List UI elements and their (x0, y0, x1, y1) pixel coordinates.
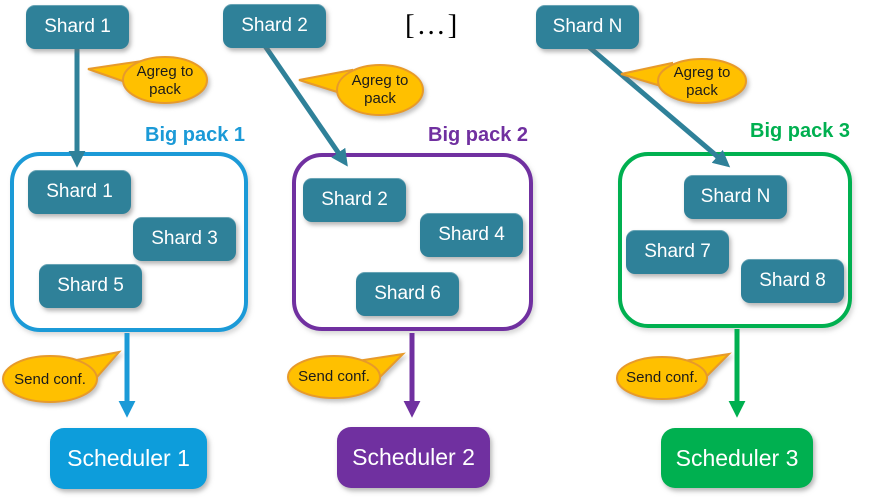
big-pack-3-container (618, 152, 852, 328)
big-pack-2-container (292, 153, 533, 331)
shard-node-pack1-c: Shard 5 (39, 264, 142, 308)
send-bubble-label-2: Send conf. (298, 368, 370, 385)
shard-node-pack2-a: Shard 2 (303, 178, 406, 222)
big-pack-1-title: Big pack 1 (145, 124, 246, 146)
ellipsis-label: […] (405, 9, 460, 41)
agreg-bubble-label-3: Agreg to pack (673, 63, 731, 99)
shard-node-pack2-c: Shard 6 (356, 272, 459, 316)
shard-node-pack3-c: Shard 8 (741, 259, 844, 303)
shard-node-top-1: Shard 1 (26, 5, 129, 49)
shard-node-pack2-b: Shard 4 (420, 213, 523, 257)
scheduler-node-3: Scheduler 3 (661, 428, 813, 488)
send-bubble-label-1: Send conf. (14, 370, 86, 388)
shard-node-top-2: Shard 2 (223, 4, 326, 48)
shard-node-pack1-b: Shard 3 (133, 217, 236, 261)
scheduler-node-2: Scheduler 2 (337, 427, 490, 488)
shard-node-top-n: Shard N (536, 5, 639, 49)
shard-node-pack3-b: Shard 7 (626, 230, 729, 274)
shard-node-pack1-a: Shard 1 (28, 170, 131, 214)
shard-node-pack3-a: Shard N (684, 175, 787, 219)
big-pack-2-title: Big pack 2 (428, 124, 529, 146)
arrow-shard2-to-pack2 (262, 44, 348, 167)
big-pack-3-title: Big pack 3 (750, 120, 851, 142)
big-pack-1-container (10, 152, 248, 332)
scheduler-node-1: Scheduler 1 (50, 428, 207, 489)
agreg-bubble-label-2: Agreg to pack (351, 72, 409, 107)
agreg-bubble-label-1: Agreg to pack (136, 62, 194, 98)
send-bubble-label-3: Send conf. (626, 369, 698, 386)
